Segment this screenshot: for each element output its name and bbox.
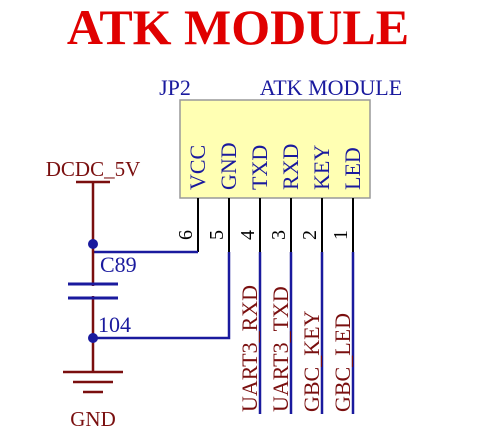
power-net-label: DCDC_5V [46,157,141,181]
pin-name-gnd: GND [216,142,241,190]
diagram-title: ATK MODULE [67,0,409,55]
pin-name-rxd: RXD [278,144,303,190]
connector-body [179,99,371,199]
pin-name-txd: TXD [247,145,272,190]
pin-number-3: 3 [268,230,290,240]
pin-number-6: 6 [175,230,197,240]
ground-symbol [63,370,123,394]
capacitor-c89 [68,282,118,300]
pin-name-led: LED [340,147,365,190]
capacitor-value: 104 [98,312,131,337]
net-label-gbc-key: GBC_KEY [299,310,324,412]
net-label-gbc-led: GBC_LED [330,313,355,412]
pin-numbers: 6 5 4 3 2 1 [175,230,352,240]
power-rail [76,180,110,372]
pin-number-2: 2 [299,230,321,240]
capacitor-designator: C89 [100,252,137,277]
pin-number-4: 4 [237,230,259,240]
pin-number-5: 5 [206,230,228,240]
pin-stubs [197,198,354,252]
ground-net-label: GND [70,407,116,431]
net-label-uart3-rxd: UART3_RXD [237,285,262,412]
wire-gnd [93,252,231,340]
pin-names: VCC GND TXD RXD KEY LED [185,142,365,190]
pin-name-vcc: VCC [185,145,210,190]
component-designator: JP2 [159,75,191,100]
wires [93,250,355,414]
junction-gnd [88,333,98,343]
net-labels: UART3_RXD UART3_TXD GBC_KEY GBC_LED [237,285,355,412]
pin-number-1: 1 [330,230,352,240]
net-label-uart3-txd: UART3_TXD [268,286,293,412]
junction-vcc [88,239,98,249]
component-name: ATK MODULE [260,75,402,100]
junctions [88,239,98,343]
pin-name-key: KEY [309,145,334,190]
